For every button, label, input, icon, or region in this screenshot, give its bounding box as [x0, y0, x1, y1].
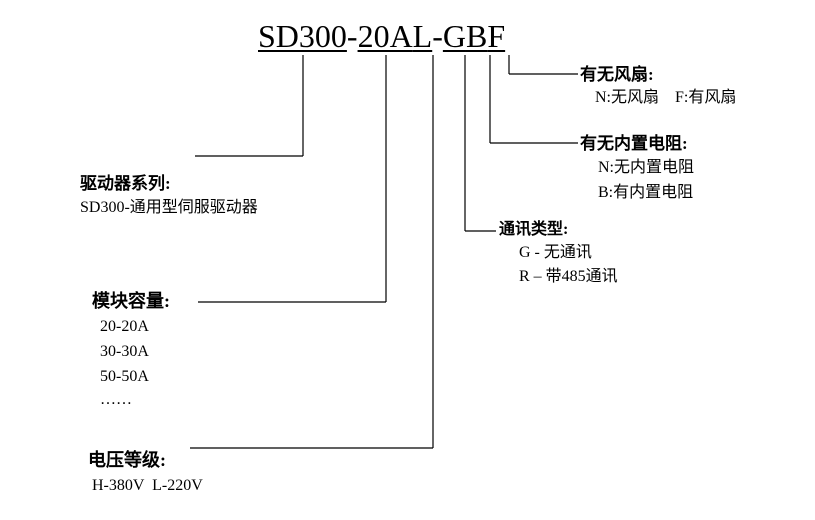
capacity-option-50: 50-50A — [100, 368, 149, 385]
capacity-option-more: …… — [100, 391, 132, 408]
comm-title: 通讯类型: — [499, 221, 569, 238]
capacity-option-20: 20-20A — [100, 318, 149, 335]
fan-title: 有无风扇: — [580, 65, 654, 84]
comm-option-g: G - 无通讯 — [519, 244, 592, 261]
series-title: 驱动器系列: — [80, 174, 171, 193]
model-segment-fan: F — [487, 18, 506, 54]
comm-option-r: R – 带485通讯 — [519, 268, 618, 285]
model-segment-voltage: L — [412, 18, 433, 54]
capacity-title: 模块容量: — [92, 291, 170, 311]
fan-options: N:无风扇 F:有风扇 — [595, 89, 737, 106]
model-segment-capacity: 20A — [357, 18, 413, 54]
resistor-option-b: B:有内置电阻 — [598, 184, 694, 201]
resistor-title: 有无内置电阻: — [580, 134, 688, 153]
model-segment-series: SD300 — [258, 18, 347, 54]
model-separator-1: - — [346, 18, 358, 54]
voltage-options: H-380V L-220V — [92, 477, 203, 494]
model-segment-comm: G — [442, 18, 466, 54]
model-separator-2: - — [432, 18, 443, 54]
model-segment-resistor: B — [465, 18, 488, 54]
capacity-option-30: 30-30A — [100, 343, 149, 360]
resistor-option-n: N:无内置电阻 — [598, 159, 695, 176]
model-code: SD300-20AL-GBF — [258, 20, 505, 52]
series-desc: SD300-通用型伺服驱动器 — [80, 199, 258, 216]
voltage-title: 电压等级: — [88, 450, 166, 470]
